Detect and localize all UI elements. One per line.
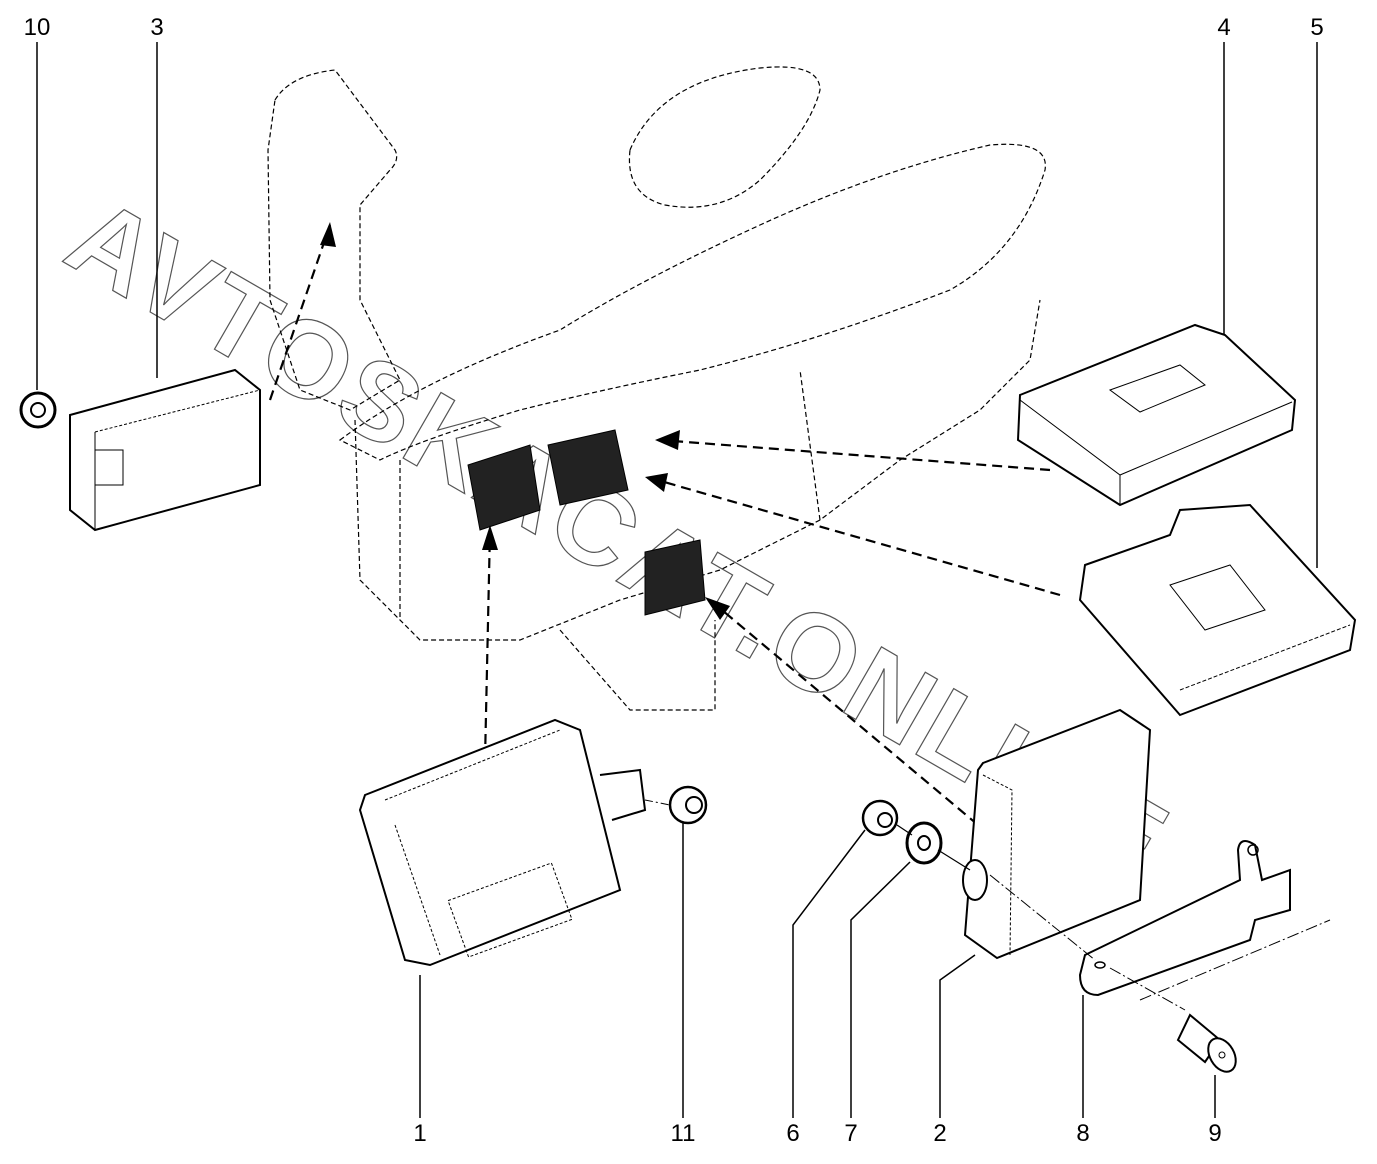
dashboard-outline xyxy=(267,66,1046,711)
assembly-arrows xyxy=(268,224,1061,836)
mounted-units xyxy=(467,429,706,616)
arrow-heads xyxy=(320,222,730,620)
instrument-panel xyxy=(338,143,1046,461)
mounted-unit-2 xyxy=(644,539,706,616)
leader-lines xyxy=(36,42,1318,1118)
console-frame xyxy=(354,299,1041,641)
callout-5: 5 xyxy=(1310,14,1324,41)
part-4-control-unit xyxy=(1016,323,1297,507)
callout-9: 9 xyxy=(1208,1120,1222,1147)
callout-6: 6 xyxy=(786,1120,800,1147)
part-3-control-unit xyxy=(69,368,261,532)
part-6-nut xyxy=(861,799,899,837)
callout-4: 4 xyxy=(1217,14,1231,41)
callout-2: 2 xyxy=(933,1120,947,1147)
part-7-washer xyxy=(905,821,943,865)
leader-6 xyxy=(792,829,866,1118)
bracket-axis xyxy=(989,874,1331,1011)
part-5-control-unit xyxy=(1078,503,1357,717)
part-2-control-unit xyxy=(962,708,1152,960)
seat-outline xyxy=(267,69,401,411)
part-1-body-control-unit xyxy=(358,718,647,967)
callout-10: 10 xyxy=(23,14,51,41)
part-10-nut xyxy=(19,391,57,429)
callout-1: 1 xyxy=(413,1120,427,1147)
arrow-1 xyxy=(483,529,492,761)
fastener-axis xyxy=(896,824,971,871)
part-8-bracket xyxy=(1078,840,1291,997)
callout-7: 7 xyxy=(844,1120,858,1147)
leader-7 xyxy=(850,861,911,1118)
lower-bracket xyxy=(559,620,716,711)
callout-8: 8 xyxy=(1076,1120,1090,1147)
leader-2 xyxy=(939,954,976,1118)
arrow-4 xyxy=(659,438,1051,472)
steering-wheel xyxy=(628,66,821,208)
part-11-nut xyxy=(644,785,708,825)
callout-11: 11 xyxy=(670,1120,696,1147)
part-9-rivet-nut xyxy=(1176,1013,1237,1073)
arrow-2 xyxy=(709,599,991,836)
mounted-unit-4 xyxy=(547,429,629,506)
callout-3: 3 xyxy=(150,14,164,41)
mounted-unit-1 xyxy=(467,444,541,531)
arrow-5 xyxy=(649,476,1061,597)
